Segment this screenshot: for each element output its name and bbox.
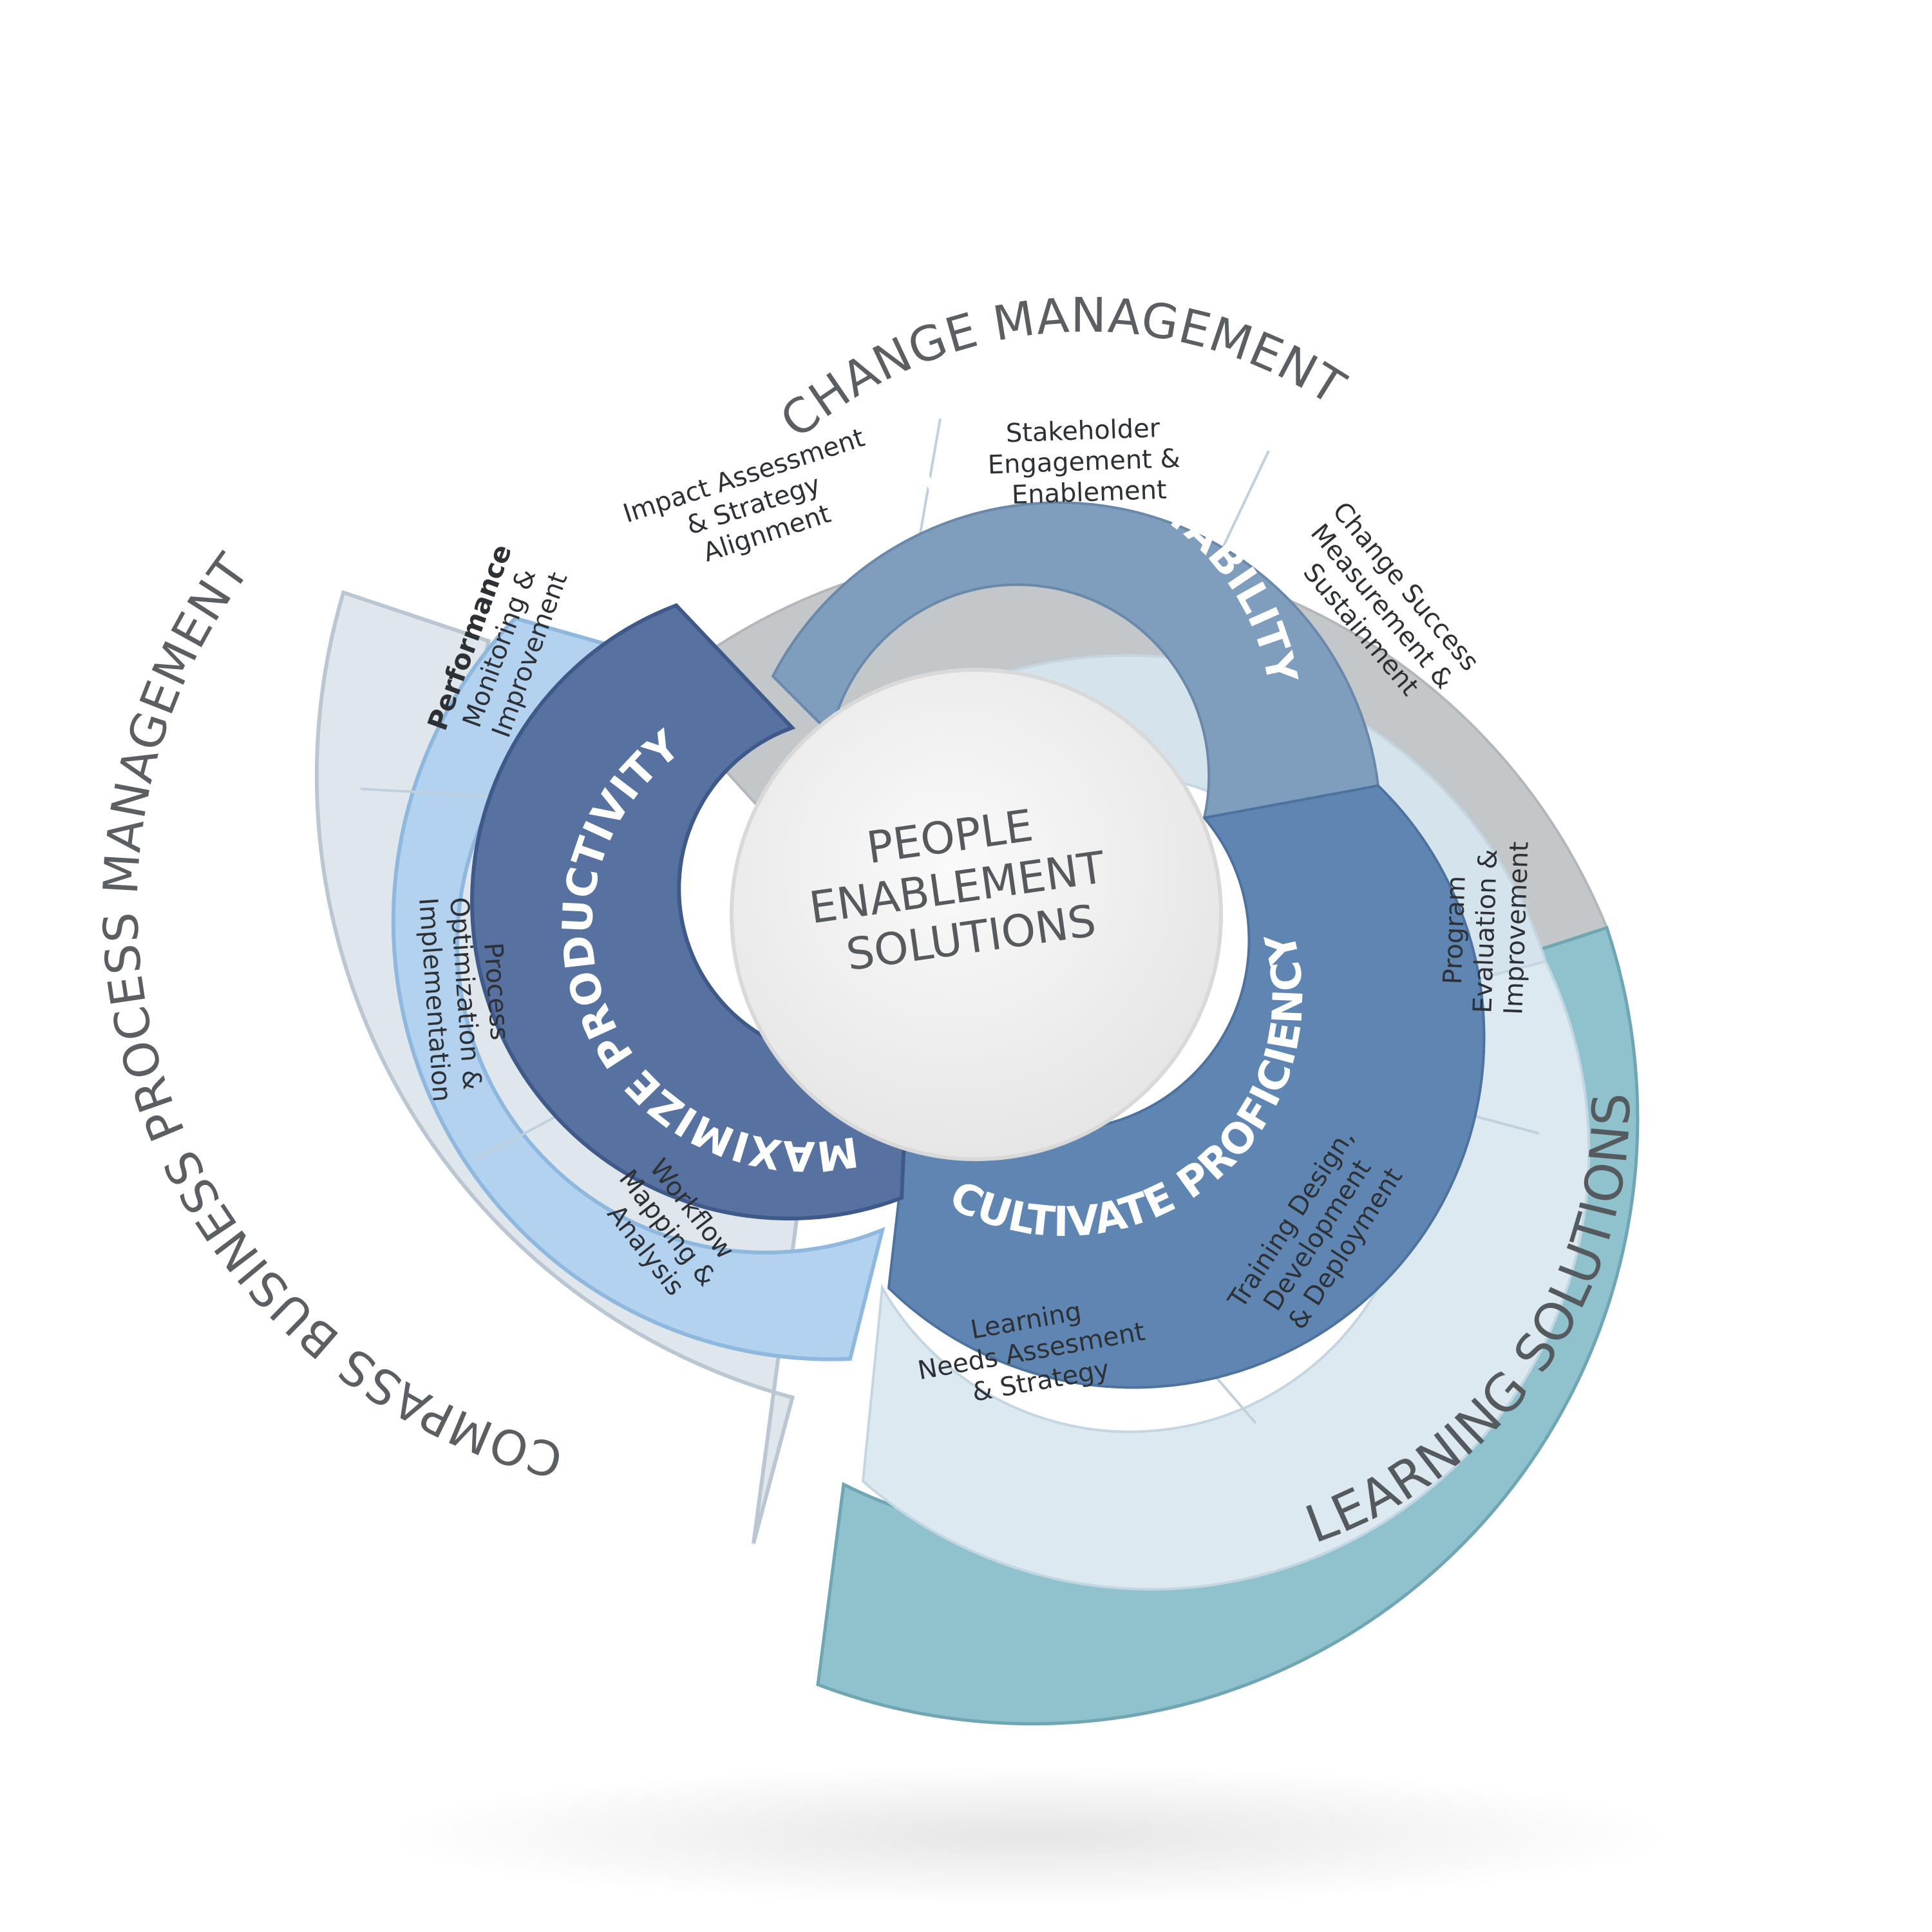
change-item-stakeholder-engagement: Stakeholder Engagement & Enablement: [986, 413, 1190, 511]
learning-item-needs-assessment: Learning Needs Assesment & Strategy: [910, 1285, 1160, 1416]
drop-shadow: [386, 1765, 1674, 1906]
learning-item-program-evaluation: Program Evaluation & Improvement: [1437, 839, 1534, 1016]
cultivate-proficiency-segment: [887, 784, 1486, 1389]
center-disc: [730, 668, 1223, 1161]
